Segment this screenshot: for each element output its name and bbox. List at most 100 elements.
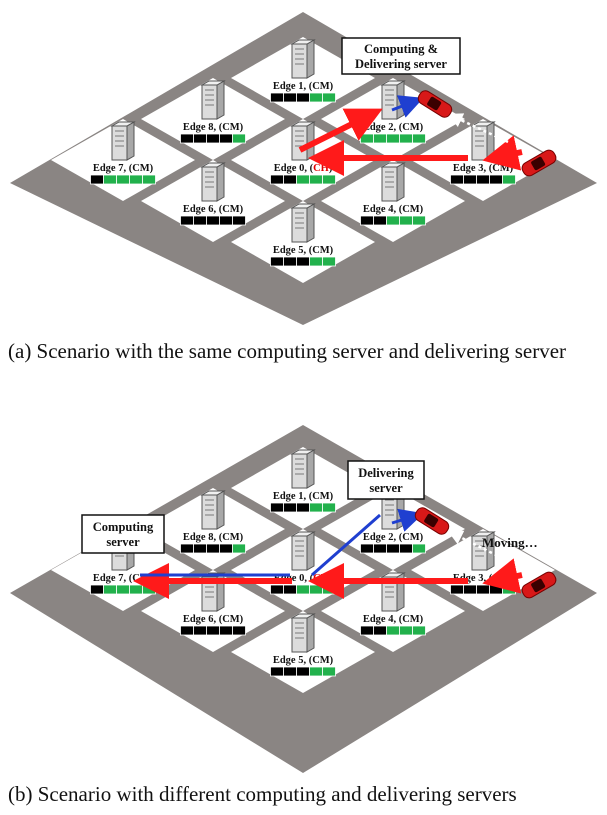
free-slot [103,584,117,595]
free-slot [322,584,336,595]
free-slot [502,584,516,595]
busy-slot [270,92,284,103]
busy-slot [386,543,400,554]
callout-computing-delivering-server: Computing & Delivering server [341,37,461,75]
busy-slot [270,174,284,185]
busy-slot [283,666,297,677]
free-slot [142,174,156,185]
free-slot [309,502,323,513]
free-slot [142,584,156,595]
busy-slot [270,584,284,595]
free-slot [360,133,374,144]
free-slot [412,543,426,554]
callout-delivering-server: Delivering server [347,460,425,500]
offload-arrow-car-to-3 [482,135,523,171]
busy-slot [90,174,104,185]
edge-label: Edge 2, (CM) [363,532,424,543]
edge-label: Edge 8, (CM) [183,532,244,543]
free-slot [322,502,336,513]
caption-b: (b) Scenario with different computing an… [8,782,517,806]
edge-label: Edge 1, (CM) [273,81,334,92]
free-slot [322,174,336,185]
busy-slot [193,625,207,636]
busy-slot [270,666,284,677]
free-slot [309,584,323,595]
edge-label: Edge 6, (CM) [183,614,244,625]
busy-slot [206,215,220,226]
free-slot [129,174,143,185]
free-slot [322,256,336,267]
free-slot [103,174,117,185]
car-icon [414,507,450,535]
server-icon [290,203,316,243]
free-slot [386,625,400,636]
free-slot [116,584,130,595]
edge-label: Edge 1, (CM) [273,491,334,502]
busy-slot [360,543,374,554]
server-icon [290,39,316,79]
busy-slot [270,502,284,513]
offload-arrow-0-to-2 [298,108,383,153]
edge-8-node: Edge 8, (CM) [180,490,246,554]
delivery-arrow-2-to-car [391,508,424,532]
free-slot [502,174,516,185]
busy-slot [373,625,387,636]
server-icon [200,162,226,202]
callout-computing-server: Computing server [81,514,165,554]
busy-slot [180,625,194,636]
busy-slot [463,584,477,595]
edge-label: Edge 5, (CM) [273,655,334,666]
busy-slot [476,584,490,595]
computing-callout-line-2: server [106,535,140,549]
busy-slot [219,133,233,144]
edge-5-node: Edge 5, (CM) [270,203,336,267]
edge-label: Edge 7, (CM) [93,163,154,174]
busy-slot [180,543,194,554]
edge-label: Edge 5, (CM) [273,245,334,256]
busy-slot [489,174,503,185]
free-slot [309,174,323,185]
server-icon [200,490,226,530]
edge-1-node: Edge 1, (CM) [270,449,336,513]
edge-label: Edge 4, (CM) [363,204,424,215]
free-slot [309,256,323,267]
free-slot [399,215,413,226]
busy-slot [283,256,297,267]
server-icon [470,121,496,161]
busy-slot [270,256,284,267]
callout-line-1: Computing & [364,42,438,56]
busy-slot [180,215,194,226]
free-slot [386,133,400,144]
free-slot [296,584,310,595]
busy-slot [232,215,246,226]
car-path-arrow [447,530,509,563]
panel-b-diagram: Edge 0, (CH)Edge 1, (CM)Edge 2, (CM)Edge… [0,415,607,777]
free-slot [386,215,400,226]
busy-slot [450,584,464,595]
server-icon [380,162,406,202]
panel-a-svg: Edge 0, (CH)Edge 1, (CM)Edge 2, (CM)Edge… [10,12,597,325]
busy-slot [90,584,104,595]
free-slot [399,625,413,636]
free-slot [412,625,426,636]
panel-b-svg: Edge 0, (CH)Edge 1, (CM)Edge 2, (CM)Edge… [10,425,597,773]
delivery-arrow-0-to-2 [311,513,381,577]
car-icon [521,149,557,177]
busy-slot [193,133,207,144]
busy-slot [296,256,310,267]
busy-slot [180,133,194,144]
server-icon [290,121,316,161]
busy-slot [360,625,374,636]
free-slot [399,133,413,144]
free-slot [309,666,323,677]
free-slot [129,584,143,595]
busy-slot [219,625,233,636]
panel-a-diagram: Edge 0, (CH)Edge 1, (CM)Edge 2, (CM)Edge… [0,0,607,330]
edge-6-node: Edge 6, (CM) [180,162,246,226]
busy-slot [373,215,387,226]
busy-slot [206,625,220,636]
busy-slot [399,543,413,554]
server-icon [200,80,226,120]
free-slot [322,92,336,103]
car-icon [521,571,557,599]
